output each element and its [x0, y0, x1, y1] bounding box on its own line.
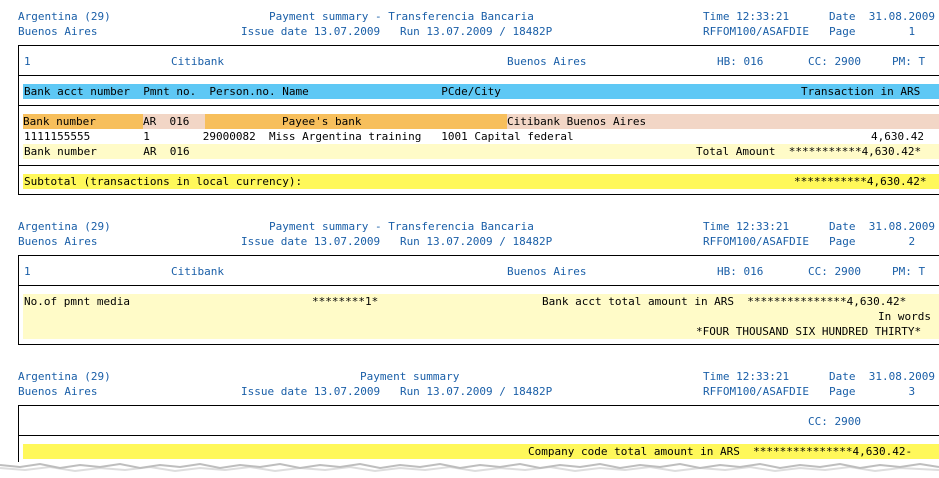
bank-total-label: Bank number AR 016 [24, 145, 190, 158]
page1-time: Time 12:33:21 [703, 10, 790, 23]
column-header-row: Bank acct number Pmnt no. Person.no. Nam… [23, 84, 939, 99]
torn-edge-shadow [0, 462, 939, 473]
in-words-row: In words [23, 309, 939, 324]
house-bank: HB: 016 [717, 55, 764, 68]
page3-time: Time 12:33:21 [703, 370, 790, 383]
bank-city: Buenos Aires [507, 55, 587, 68]
payee-bank-city: Citibank Buenos Aires [507, 115, 647, 128]
subtotal-label: Subtotal (transactions in local currency… [24, 175, 303, 188]
page1-issue-run: Issue date 13.07.2009 Run 13.07.2009 / 1… [241, 25, 553, 38]
bank-total-row: Bank number AR 016 Total Amount ********… [23, 144, 939, 159]
bank-name: Citibank [171, 265, 224, 278]
in-words-label: In words [878, 310, 931, 323]
bank-number-value: AR 016 [143, 115, 190, 128]
bank-no: 1 [24, 265, 31, 278]
column-header-transaction: Transaction in ARS [801, 85, 921, 98]
page3-page-number: Page 3 [829, 385, 916, 398]
company-code: CC: 2900 [808, 265, 861, 278]
company-code: CC: 2900 [808, 415, 861, 428]
page1-date: Date 31.08.2009 [829, 10, 935, 23]
subtotal-row: Subtotal (transactions in local currency… [23, 174, 939, 189]
table-row[interactable]: 1111155555 1 29000082 Miss Argentina tra… [23, 129, 939, 144]
page2-page-number: Page 2 [829, 235, 916, 248]
bank-number-row: Bank number AR 016 Payee's bank Citibank… [23, 114, 939, 129]
page1-page-number: Page 1 [829, 25, 916, 38]
bank-no: 1 [24, 55, 31, 68]
page1-title: Payment summary - Transferencia Bancaria [269, 10, 534, 23]
page1-country: Argentina (29) [18, 10, 111, 23]
bank-number-label: Bank number [23, 114, 143, 129]
bank-city: Buenos Aires [507, 265, 587, 278]
page3-report-id: RFFOM100/ASAFDIE [703, 385, 809, 398]
divider [18, 165, 939, 166]
page2-country: Argentina (29) [18, 220, 111, 233]
divider [18, 105, 939, 106]
page1-city: Buenos Aires [18, 25, 98, 38]
page1-report-id: RFFOM100/ASAFDIE [703, 25, 809, 38]
page3-date: Date 31.08.2009 [829, 370, 935, 383]
subtotal-amount: ***********4,630.42* [794, 175, 927, 188]
payment-detail: 1111155555 1 29000082 Miss Argentina tra… [24, 130, 574, 143]
page3-issue-run: Issue date 13.07.2009 Run 13.07.2009 / 1… [241, 385, 553, 398]
payee-bank-label: Payee's bank [205, 114, 507, 129]
divider [18, 75, 939, 76]
page3-city: Buenos Aires [18, 385, 98, 398]
page3-title: Payment summary [360, 370, 460, 383]
page2-title: Payment summary - Transferencia Bancaria [269, 220, 534, 233]
media-label: No.of pmnt media [24, 295, 130, 308]
payment-media-row: No.of pmnt media ********1* Bank acct to… [23, 294, 939, 309]
company-code: CC: 2900 [808, 55, 861, 68]
house-bank: HB: 016 [717, 265, 764, 278]
amount-in-words: *FOUR THOUSAND SIX HUNDRED THIRTY* [696, 325, 922, 338]
company-total-row: Company code total amount in ARS *******… [23, 444, 939, 459]
divider [18, 435, 939, 436]
page3-country: Argentina (29) [18, 370, 111, 383]
bank-name: Citibank [171, 55, 224, 68]
payment-amount: 4,630.42 [871, 130, 924, 143]
media-count: ********1* [312, 295, 379, 308]
page2-issue-run: Issue date 13.07.2009 Run 13.07.2009 / 1… [241, 235, 553, 248]
payment-method: PM: T [892, 265, 926, 278]
bank-acct-total: Bank acct total amount in ARS **********… [542, 295, 907, 308]
page2-time: Time 12:33:21 [703, 220, 790, 233]
torn-edge [0, 462, 939, 478]
column-headers: Bank acct number Pmnt no. Person.no. Nam… [24, 85, 501, 98]
divider [18, 285, 939, 286]
company-code-total: Company code total amount in ARS *******… [528, 445, 913, 458]
page2-city: Buenos Aires [18, 235, 98, 248]
amount-words-row: *FOUR THOUSAND SIX HUNDRED THIRTY* [23, 324, 939, 339]
bank-total-amount: Total Amount ***********4,630.42* [696, 145, 922, 158]
payment-method: PM: T [892, 55, 926, 68]
page2-report-id: RFFOM100/ASAFDIE [703, 235, 809, 248]
page2-date: Date 31.08.2009 [829, 220, 935, 233]
